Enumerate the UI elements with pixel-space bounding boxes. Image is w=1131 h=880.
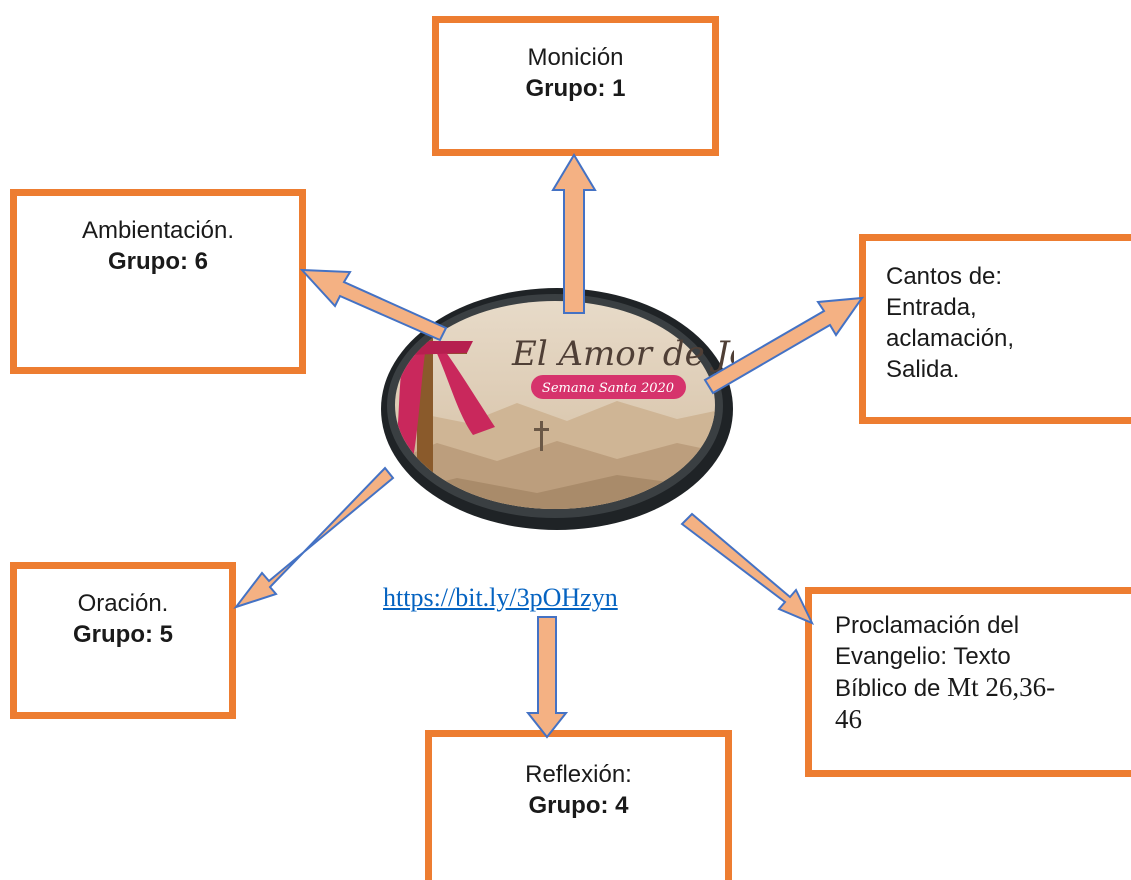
arrow-to-reflexion: [525, 616, 569, 739]
monicion-group: Grupo: 1: [525, 75, 626, 102]
ambientacion-group: Grupo: 6: [108, 248, 208, 275]
cantos-line3: aclamación,: [886, 325, 1015, 352]
arrow-to-ambientacion: [299, 268, 448, 342]
bitly-link[interactable]: https://bit.ly/3pOHzyn: [383, 583, 618, 612]
proclamacion-line2: Evangelio: Texto: [835, 643, 1011, 670]
cantos-box: Cantos de: Entrada, aclamación, Salida.: [859, 234, 1131, 424]
cantos-line2: Entrada,: [886, 294, 977, 321]
oracion-box: Oración. Grupo: 5: [10, 562, 236, 719]
monicion-box: Monición Grupo: 1: [432, 16, 719, 156]
plaque-subtitle-badge: [531, 375, 686, 399]
arrow-to-monicion: [551, 153, 597, 314]
proclamacion-line3-row: Bíblico de Mt 26,36-: [835, 672, 1131, 704]
reflexion-title: Reflexión:: [525, 761, 632, 788]
plaque-subtitle: Semana Santa 2020: [542, 381, 674, 396]
monicion-title: Monición: [527, 44, 624, 71]
oracion-title: Oración.: [77, 590, 169, 617]
reflexion-group: Grupo: 4: [528, 792, 629, 819]
proclamacion-line3: Bíblico de: [835, 675, 941, 702]
proclamacion-ref2: 46: [835, 704, 862, 734]
arrow-to-proclamacion: [680, 512, 815, 625]
ambientacion-title: Ambientación.: [81, 217, 235, 244]
proclamacion-line1: Proclamación del: [835, 612, 1020, 639]
reflexion-box: Reflexión: Grupo: 4: [425, 730, 732, 880]
ambientacion-box: Ambientación. Grupo: 6: [10, 189, 306, 374]
center-image: El Amor de Jesus Semana Santa 2020: [381, 288, 734, 530]
arrow-to-oracion: [233, 466, 395, 609]
cantos-line4: Salida.: [886, 356, 960, 383]
cantos-line1: Cantos de:: [886, 263, 1003, 290]
oracion-group: Grupo: 5: [73, 621, 173, 648]
plaque-title: El Amor de Jesus: [511, 334, 734, 374]
proclamacion-box: Proclamación del Evangelio: Texto Bíblic…: [805, 587, 1131, 777]
arrow-to-cantos: [703, 296, 865, 395]
proclamacion-ref1: Mt 26,36-: [947, 672, 1056, 702]
